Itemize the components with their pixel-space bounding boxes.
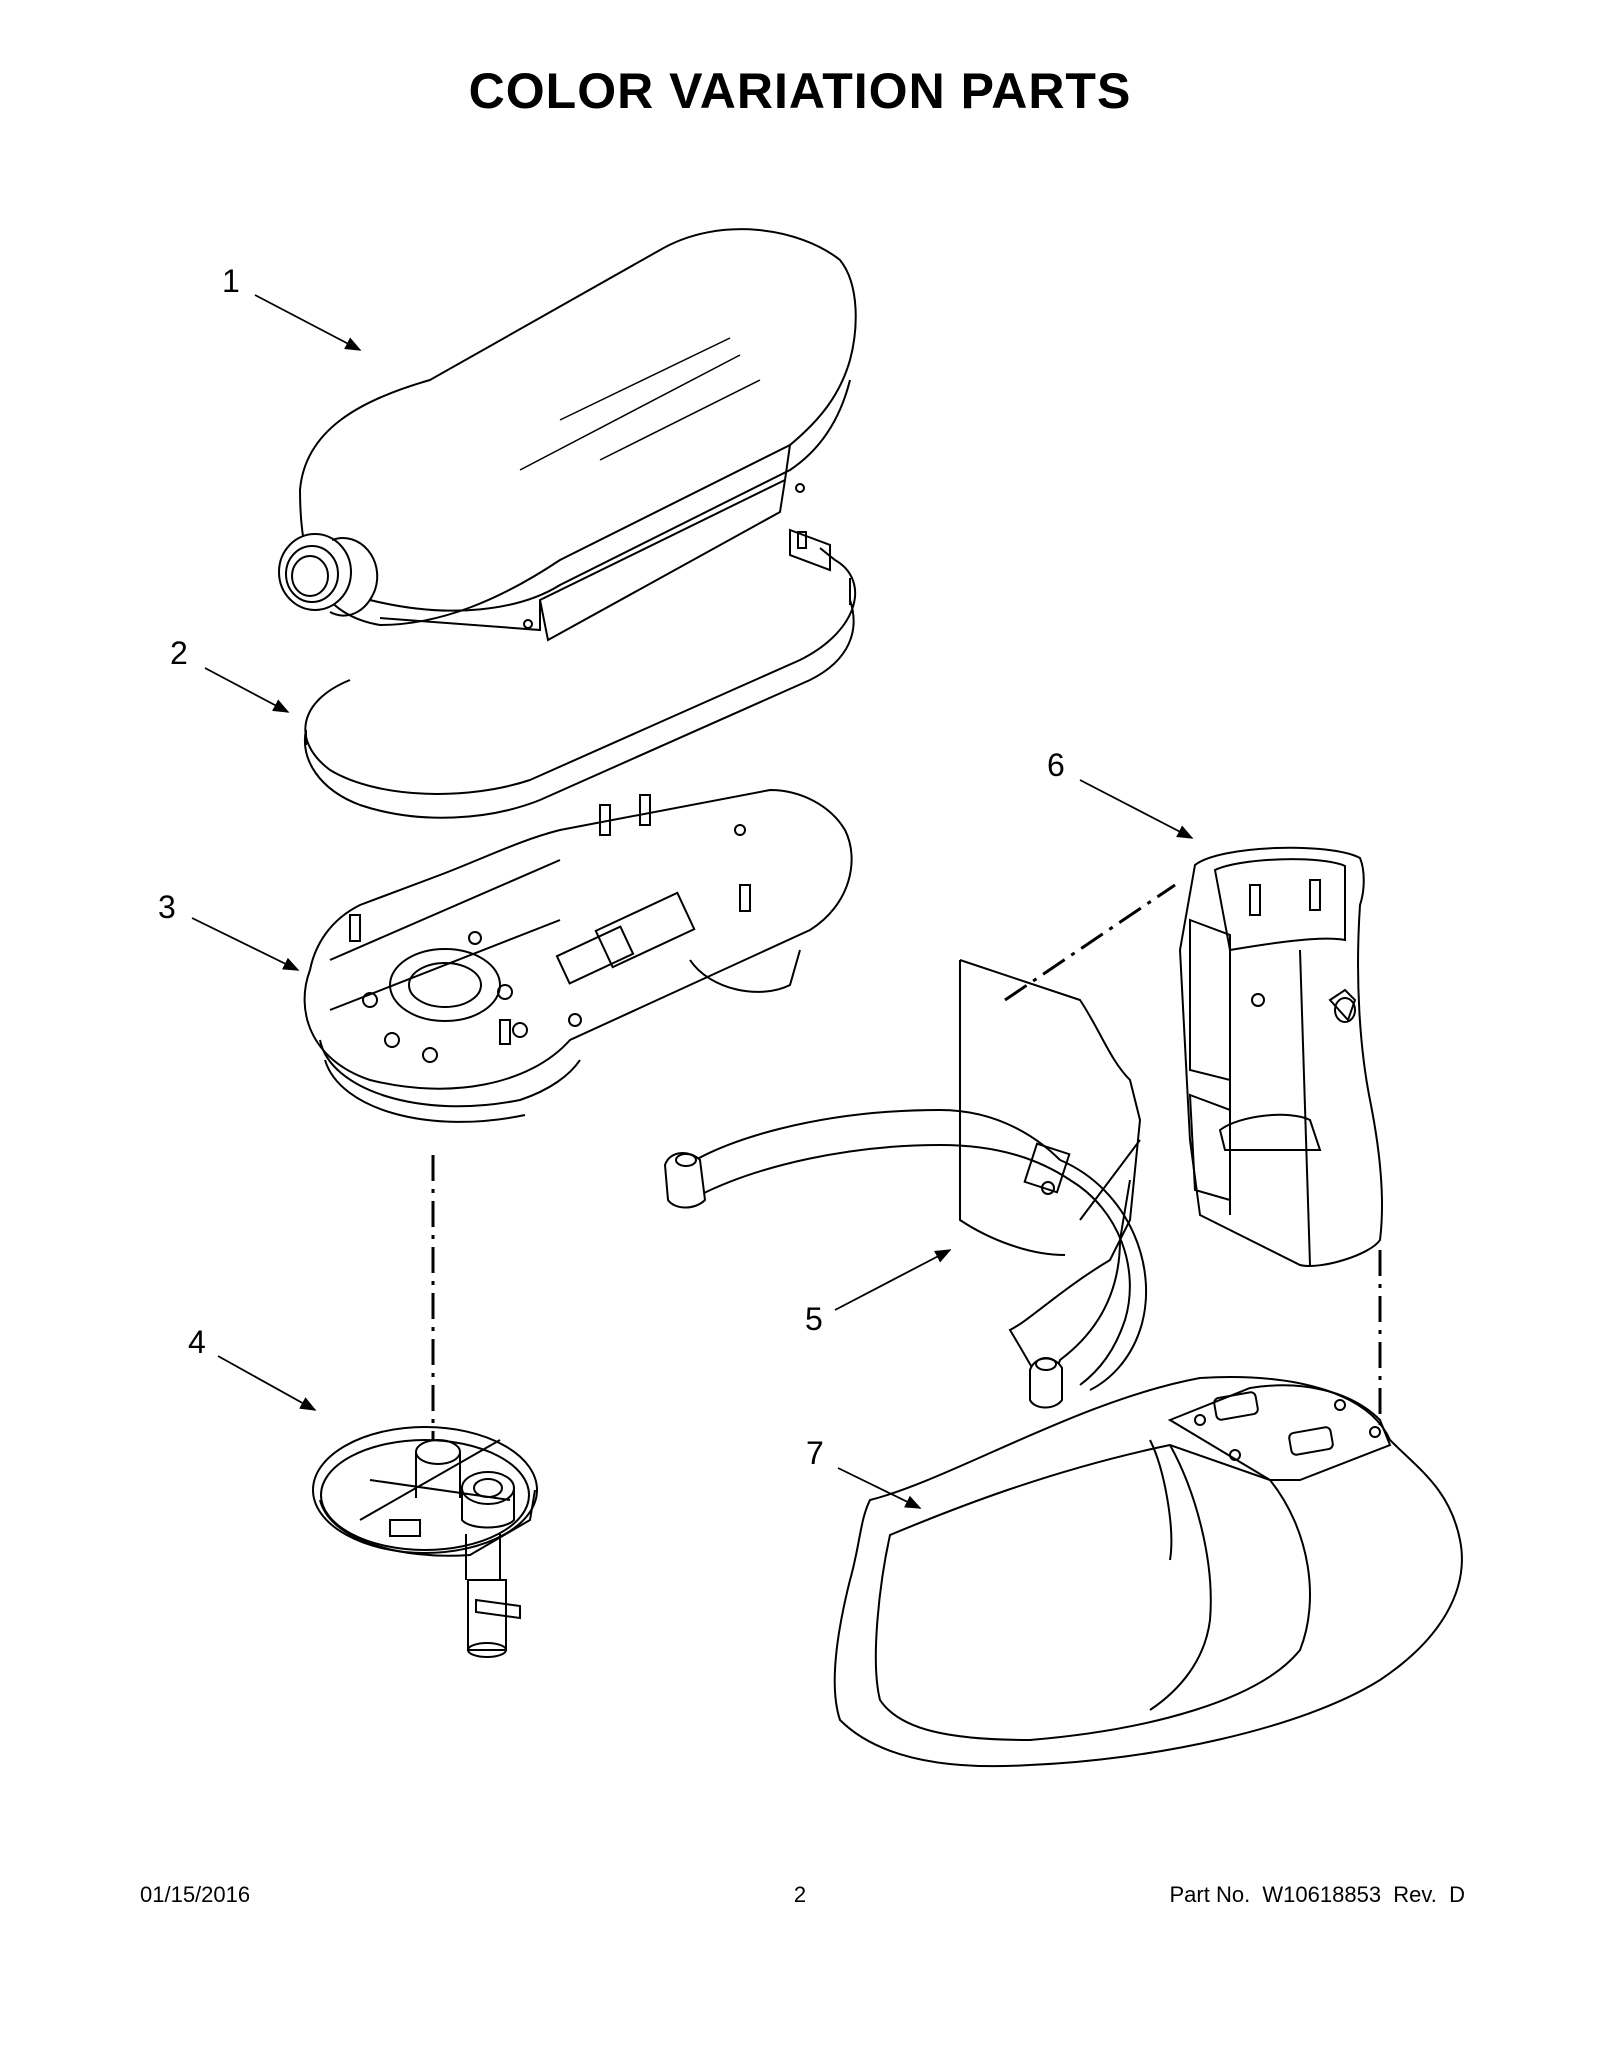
callout-labels: 1 2 3 4 5 6 7: [158, 263, 1065, 1471]
part-4-gear-plate: [313, 1427, 537, 1657]
leader-arrow-4: [217, 1355, 317, 1411]
leader-arrow-6: [1079, 779, 1194, 839]
page-title: COLOR VARIATION PARTS: [468, 63, 1132, 119]
part-2-trim-band: [305, 530, 855, 818]
footer-page-number: 2: [793, 1882, 807, 1907]
part-6-column: [1180, 848, 1382, 1266]
callout-6: 6: [1047, 747, 1065, 783]
assembly-line-5-to-6: [1004, 883, 1176, 1002]
leader-arrow-3: [191, 917, 300, 971]
leader-arrow-2: [204, 667, 290, 713]
part-5-bowl-clamp: [665, 960, 1146, 1408]
callout-3: 3: [158, 889, 176, 925]
footer-part-number: Part No. W10618853 Rev. D: [1169, 1882, 1465, 1907]
assembly-lines: [431, 883, 1382, 1440]
callout-1: 1: [222, 263, 240, 299]
part-7-pedestal-base: [835, 1377, 1462, 1766]
callout-2: 2: [170, 635, 188, 671]
callout-5: 5: [805, 1301, 823, 1337]
footer-date: 01/15/2016: [140, 1882, 251, 1907]
part-3-base-plate: [305, 790, 852, 1122]
leader-arrows: [191, 294, 1194, 1509]
callout-7: 7: [806, 1435, 824, 1471]
part-1-motor-housing: [279, 229, 856, 640]
callout-4: 4: [188, 1324, 206, 1360]
leader-arrow-1: [254, 294, 362, 351]
leader-arrow-7: [837, 1467, 922, 1509]
leader-arrow-5: [834, 1249, 952, 1311]
